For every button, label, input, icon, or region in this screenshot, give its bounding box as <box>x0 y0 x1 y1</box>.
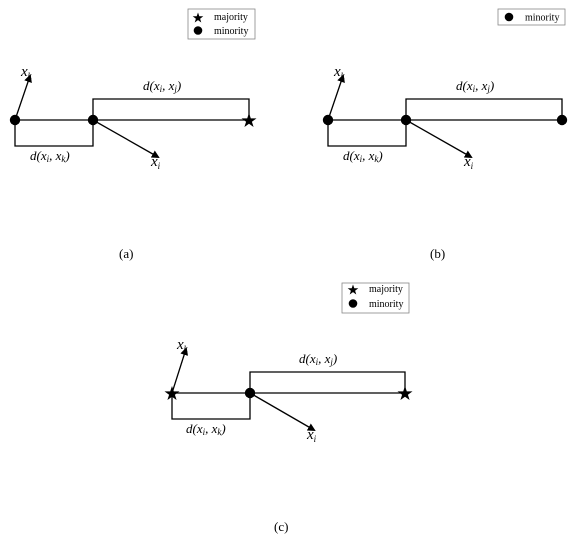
bracket-ik-a <box>14 120 94 147</box>
node-xk-a-minority <box>9 114 21 126</box>
legend-c-dot-icon <box>348 299 358 308</box>
node-xj-b-minority <box>556 114 568 126</box>
bracket-ij-a <box>92 98 250 120</box>
panel-c: majority minority xk xi d(xi, xj) d(xi, … <box>164 282 413 534</box>
node-xk-b-minority <box>322 114 334 126</box>
label-xk-b: xk <box>333 64 346 81</box>
legend-c: majority minority <box>341 282 410 314</box>
label-dij-b: d(xi, xj) <box>456 78 494 94</box>
arrow-xk-c <box>171 347 188 394</box>
caption-b: (b) <box>430 246 445 261</box>
arrow-xk-a <box>14 74 32 121</box>
node-xk-c-majority-star-icon <box>164 386 180 400</box>
node-xi-a-minority <box>87 114 99 126</box>
node-xj-c-majority-star-icon <box>397 386 413 400</box>
legend-c-star-icon <box>347 284 359 295</box>
legend-b-minority-label: minority <box>525 13 559 24</box>
panel-b: minority xk xi d(xi, xj) d(xi, xk) (b) <box>322 8 568 261</box>
label-dij-c: d(xi, xj) <box>299 351 337 367</box>
arrow-xk-b <box>327 74 345 121</box>
label-xi-a: xi <box>150 154 161 171</box>
legend-c-majority-label: majority <box>369 284 403 295</box>
label-dik-a: d(xi, xk) <box>30 148 70 164</box>
node-xi-c-minority <box>244 387 256 399</box>
legend-b-dot-icon <box>504 12 514 22</box>
node-xi-b-minority <box>400 114 412 126</box>
arrow-xi-c <box>249 392 316 432</box>
node-xj-a-majority-star-icon <box>241 113 257 127</box>
legend-a-majority-label: majority <box>214 12 248 23</box>
panel-a: majority minority xk xi d(xi, xj) d(xi, … <box>9 8 257 261</box>
label-dij-a: d(xi, xj) <box>143 78 181 94</box>
legend-b: minority <box>497 8 566 26</box>
bracket-ij-c <box>249 371 406 393</box>
legend-a-minority-label: minority <box>214 26 248 37</box>
label-dik-b: d(xi, xk) <box>343 148 383 164</box>
label-dik-c: d(xi, xk) <box>186 421 226 437</box>
legend-a-dot-icon <box>193 26 203 35</box>
bracket-ij-b <box>405 98 563 120</box>
label-xi-c: xi <box>306 427 317 444</box>
label-xk-c: xk <box>176 337 189 354</box>
bracket-ik-c <box>171 393 251 420</box>
legend-a-star-icon <box>192 12 204 23</box>
legend-c-minority-label: minority <box>369 299 403 310</box>
arrow-xi-b <box>405 119 473 158</box>
label-xk-a: xk <box>20 64 33 81</box>
bracket-ik-b <box>327 120 407 147</box>
legend-a: majority minority <box>187 8 256 40</box>
label-xi-b: xi <box>463 154 474 171</box>
caption-a: (a) <box>119 246 133 261</box>
arrow-xi-a <box>92 119 160 158</box>
caption-c: (c) <box>274 519 288 534</box>
